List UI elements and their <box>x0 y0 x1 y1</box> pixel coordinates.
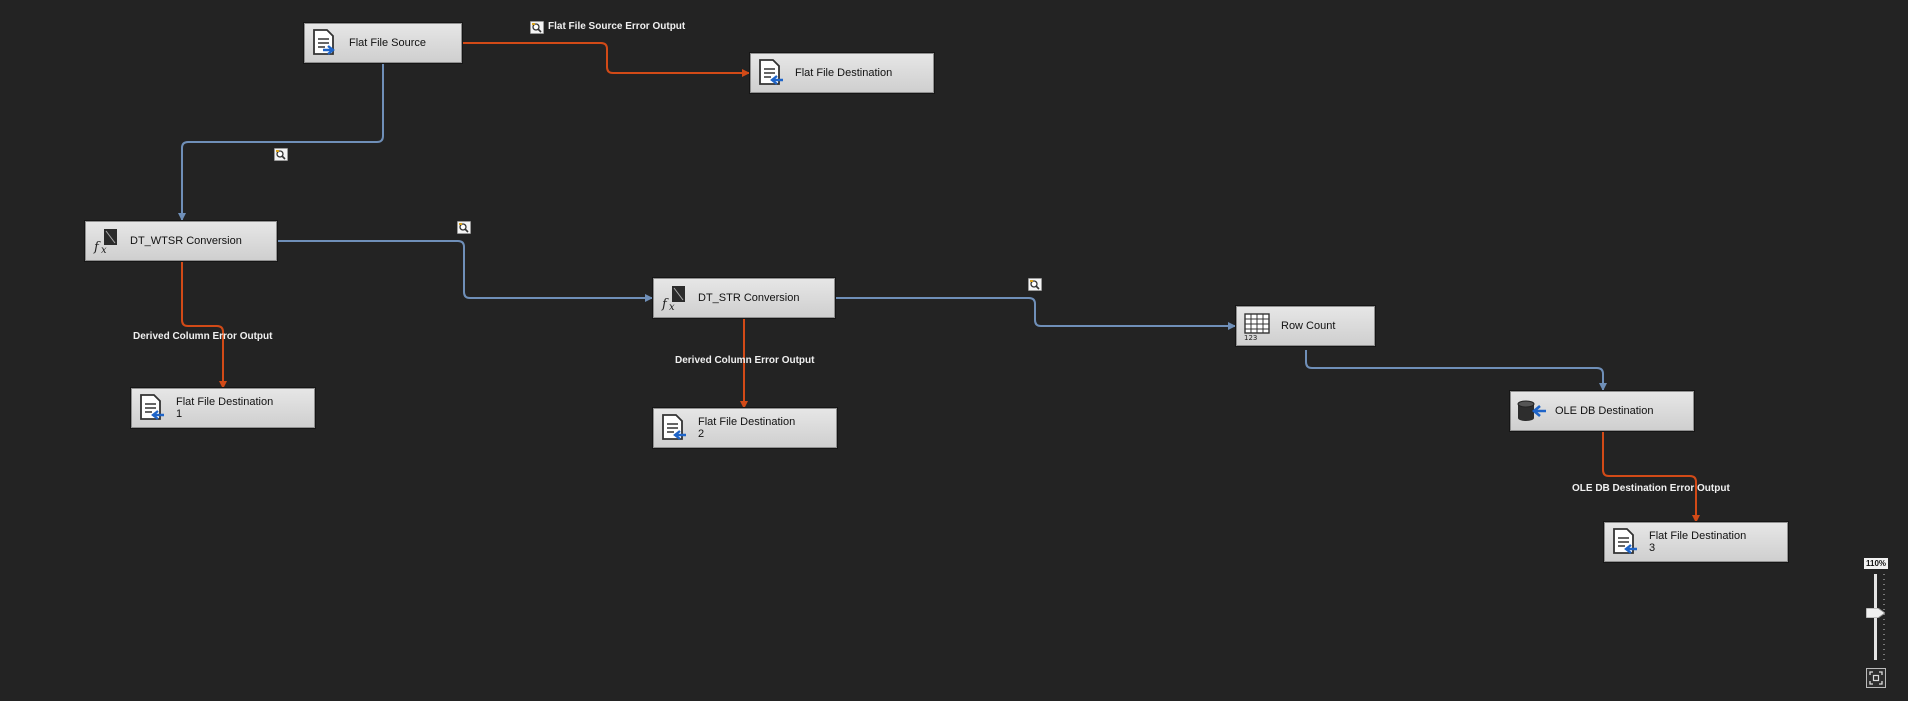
error-output-label[interactable]: OLE DB Destination Error Output <box>1572 483 1730 494</box>
error-path-source-to-destination <box>462 42 750 77</box>
component-label: OLE DB Destination <box>1555 405 1654 417</box>
dt-str-conversion-component[interactable]: f x DT_STR Conversion <box>653 278 835 318</box>
component-label-suffix: 3 <box>1649 542 1656 554</box>
flat-file-destination-icon <box>1605 523 1645 561</box>
component-label-suffix: 2 <box>698 428 705 440</box>
ole-db-destination-icon <box>1511 392 1551 430</box>
data-viewer-icon[interactable] <box>1028 278 1042 291</box>
derived-column-icon: f x <box>86 222 126 260</box>
error-output-label[interactable]: Derived Column Error Output <box>133 331 273 342</box>
component-label-suffix: 1 <box>176 408 183 420</box>
zoom-to-fit-button[interactable] <box>1866 668 1886 688</box>
svg-text:x: x <box>101 245 107 256</box>
flat-file-destination-3-component[interactable]: Flat File Destination 3 <box>1604 522 1788 562</box>
error-path-oledb-to-ffd3 <box>1602 431 1700 523</box>
zoom-level-label: 110% <box>1864 558 1888 569</box>
data-viewer-icon[interactable] <box>457 221 471 234</box>
data-path-rowcount-to-oledb <box>1305 350 1607 391</box>
component-label: DT_STR Conversion <box>698 292 800 304</box>
data-viewer-icon[interactable] <box>530 21 544 34</box>
error-path-wtsr-to-ffd1 <box>181 261 227 389</box>
svg-text:x: x <box>669 302 675 313</box>
row-count-component[interactable]: 123 Row Count <box>1236 306 1375 346</box>
component-label: DT_WTSR Conversion <box>130 235 242 247</box>
data-path-wtsr-to-str <box>277 240 653 302</box>
error-output-label[interactable]: Derived Column Error Output <box>675 355 815 366</box>
flat-file-destination-component[interactable]: Flat File Destination <box>750 53 934 93</box>
svg-text:123: 123 <box>1244 334 1257 341</box>
derived-column-icon: f x <box>654 279 694 317</box>
svg-text:f: f <box>93 240 101 255</box>
zoom-slider-thumb[interactable] <box>1866 608 1885 618</box>
flat-file-destination-1-component[interactable]: Flat File Destination 1 <box>131 388 315 428</box>
component-label: Flat File Destination <box>698 416 796 428</box>
error-output-label[interactable]: Flat File Source Error Output <box>548 21 686 32</box>
flat-file-destination-icon <box>751 54 791 92</box>
data-viewer-icon[interactable] <box>274 148 288 161</box>
row-count-icon: 123 <box>1237 307 1277 345</box>
svg-text:f: f <box>661 297 669 312</box>
flat-file-source-icon <box>305 24 345 62</box>
data-path-source-to-wtsr <box>178 63 384 221</box>
component-label: Row Count <box>1281 320 1336 332</box>
zoom-slider-ticks <box>1883 574 1885 660</box>
flat-file-destination-2-component[interactable]: Flat File Destination 2 <box>653 408 837 448</box>
component-label: Flat File Destination <box>1649 530 1747 542</box>
ole-db-destination-component[interactable]: OLE DB Destination <box>1510 391 1694 431</box>
flat-file-source-component[interactable]: Flat File Source <box>304 23 462 63</box>
dt-wtsr-conversion-component[interactable]: f x DT_WTSR Conversion <box>85 221 277 261</box>
data-path-str-to-rowcount <box>835 297 1236 330</box>
component-label: Flat File Source <box>349 37 427 49</box>
flat-file-destination-icon <box>654 409 694 447</box>
zoom-to-fit-icon <box>1869 671 1883 685</box>
component-label: Flat File Destination <box>795 67 893 79</box>
component-label: Flat File Destination <box>176 396 274 408</box>
flat-file-destination-icon <box>132 389 172 427</box>
